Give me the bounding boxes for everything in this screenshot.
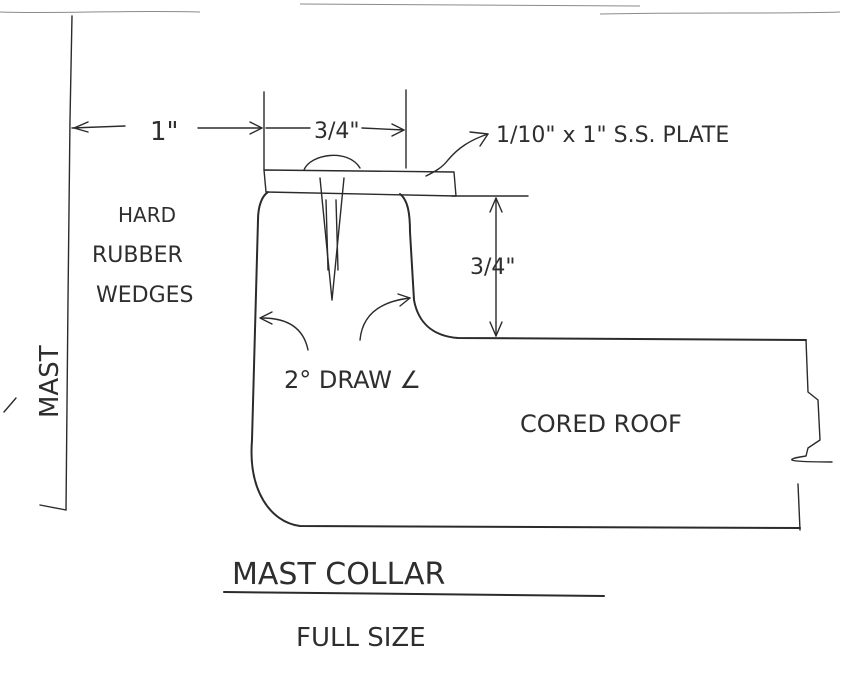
title-underline bbox=[223, 591, 605, 597]
cored-roof-break-line bbox=[791, 339, 833, 463]
hard-rubber-line3: WEDGES bbox=[96, 283, 194, 308]
dim-three-quarter-side-label: 3/4" bbox=[470, 255, 516, 280]
dim-three-quarter-top-arrow bbox=[391, 123, 405, 137]
dim-one-inch-label: 1" bbox=[150, 117, 179, 147]
plate-callout-label: 1/10" x 1" S.S. PLATE bbox=[496, 123, 729, 148]
hard-rubber-line2: RUBBER bbox=[92, 243, 183, 268]
collar-inner-profile bbox=[399, 193, 807, 341]
dim-side-arrow-top bbox=[489, 197, 503, 213]
ss-plate bbox=[263, 169, 457, 197]
dim-one-inch-arrow-left bbox=[73, 121, 89, 133]
bolt-shank-detail bbox=[325, 199, 339, 271]
mast-label: MAST bbox=[35, 345, 65, 418]
plate-leader bbox=[425, 133, 489, 177]
dim-three-quarter-top-label: 3/4" bbox=[314, 119, 360, 144]
draw-leader-left-arrow bbox=[259, 311, 273, 325]
mast-line bbox=[65, 15, 73, 511]
drawing-title: MAST COLLAR bbox=[232, 557, 445, 592]
dim-one-inch-arrow-right bbox=[249, 121, 263, 135]
dim-one-inch-line-left bbox=[71, 125, 126, 129]
paper-edge-marks bbox=[0, 3, 841, 15]
bolt-shank bbox=[319, 177, 345, 301]
plate-leader-arrow bbox=[469, 131, 489, 147]
draw-angle-label: 2° DRAW ∠ bbox=[284, 366, 421, 394]
dim-side-arrow-bottom bbox=[489, 321, 503, 337]
draw-leader-right bbox=[359, 297, 411, 341]
mast-pointer bbox=[3, 397, 17, 413]
dim-three-quarter-top-line-right bbox=[361, 127, 405, 131]
draw-leader-left bbox=[261, 317, 309, 351]
cored-roof-edge-lower bbox=[797, 483, 801, 531]
bolt-head bbox=[303, 154, 361, 171]
drawing-subtitle: FULL SIZE bbox=[296, 623, 426, 653]
cored-roof-label: CORED ROOF bbox=[520, 410, 682, 438]
collar-outer-profile bbox=[250, 191, 801, 529]
hard-rubber-line1: HARD bbox=[118, 203, 176, 227]
mast-base-tick bbox=[39, 504, 67, 511]
draw-leader-right-arrow bbox=[397, 293, 411, 307]
